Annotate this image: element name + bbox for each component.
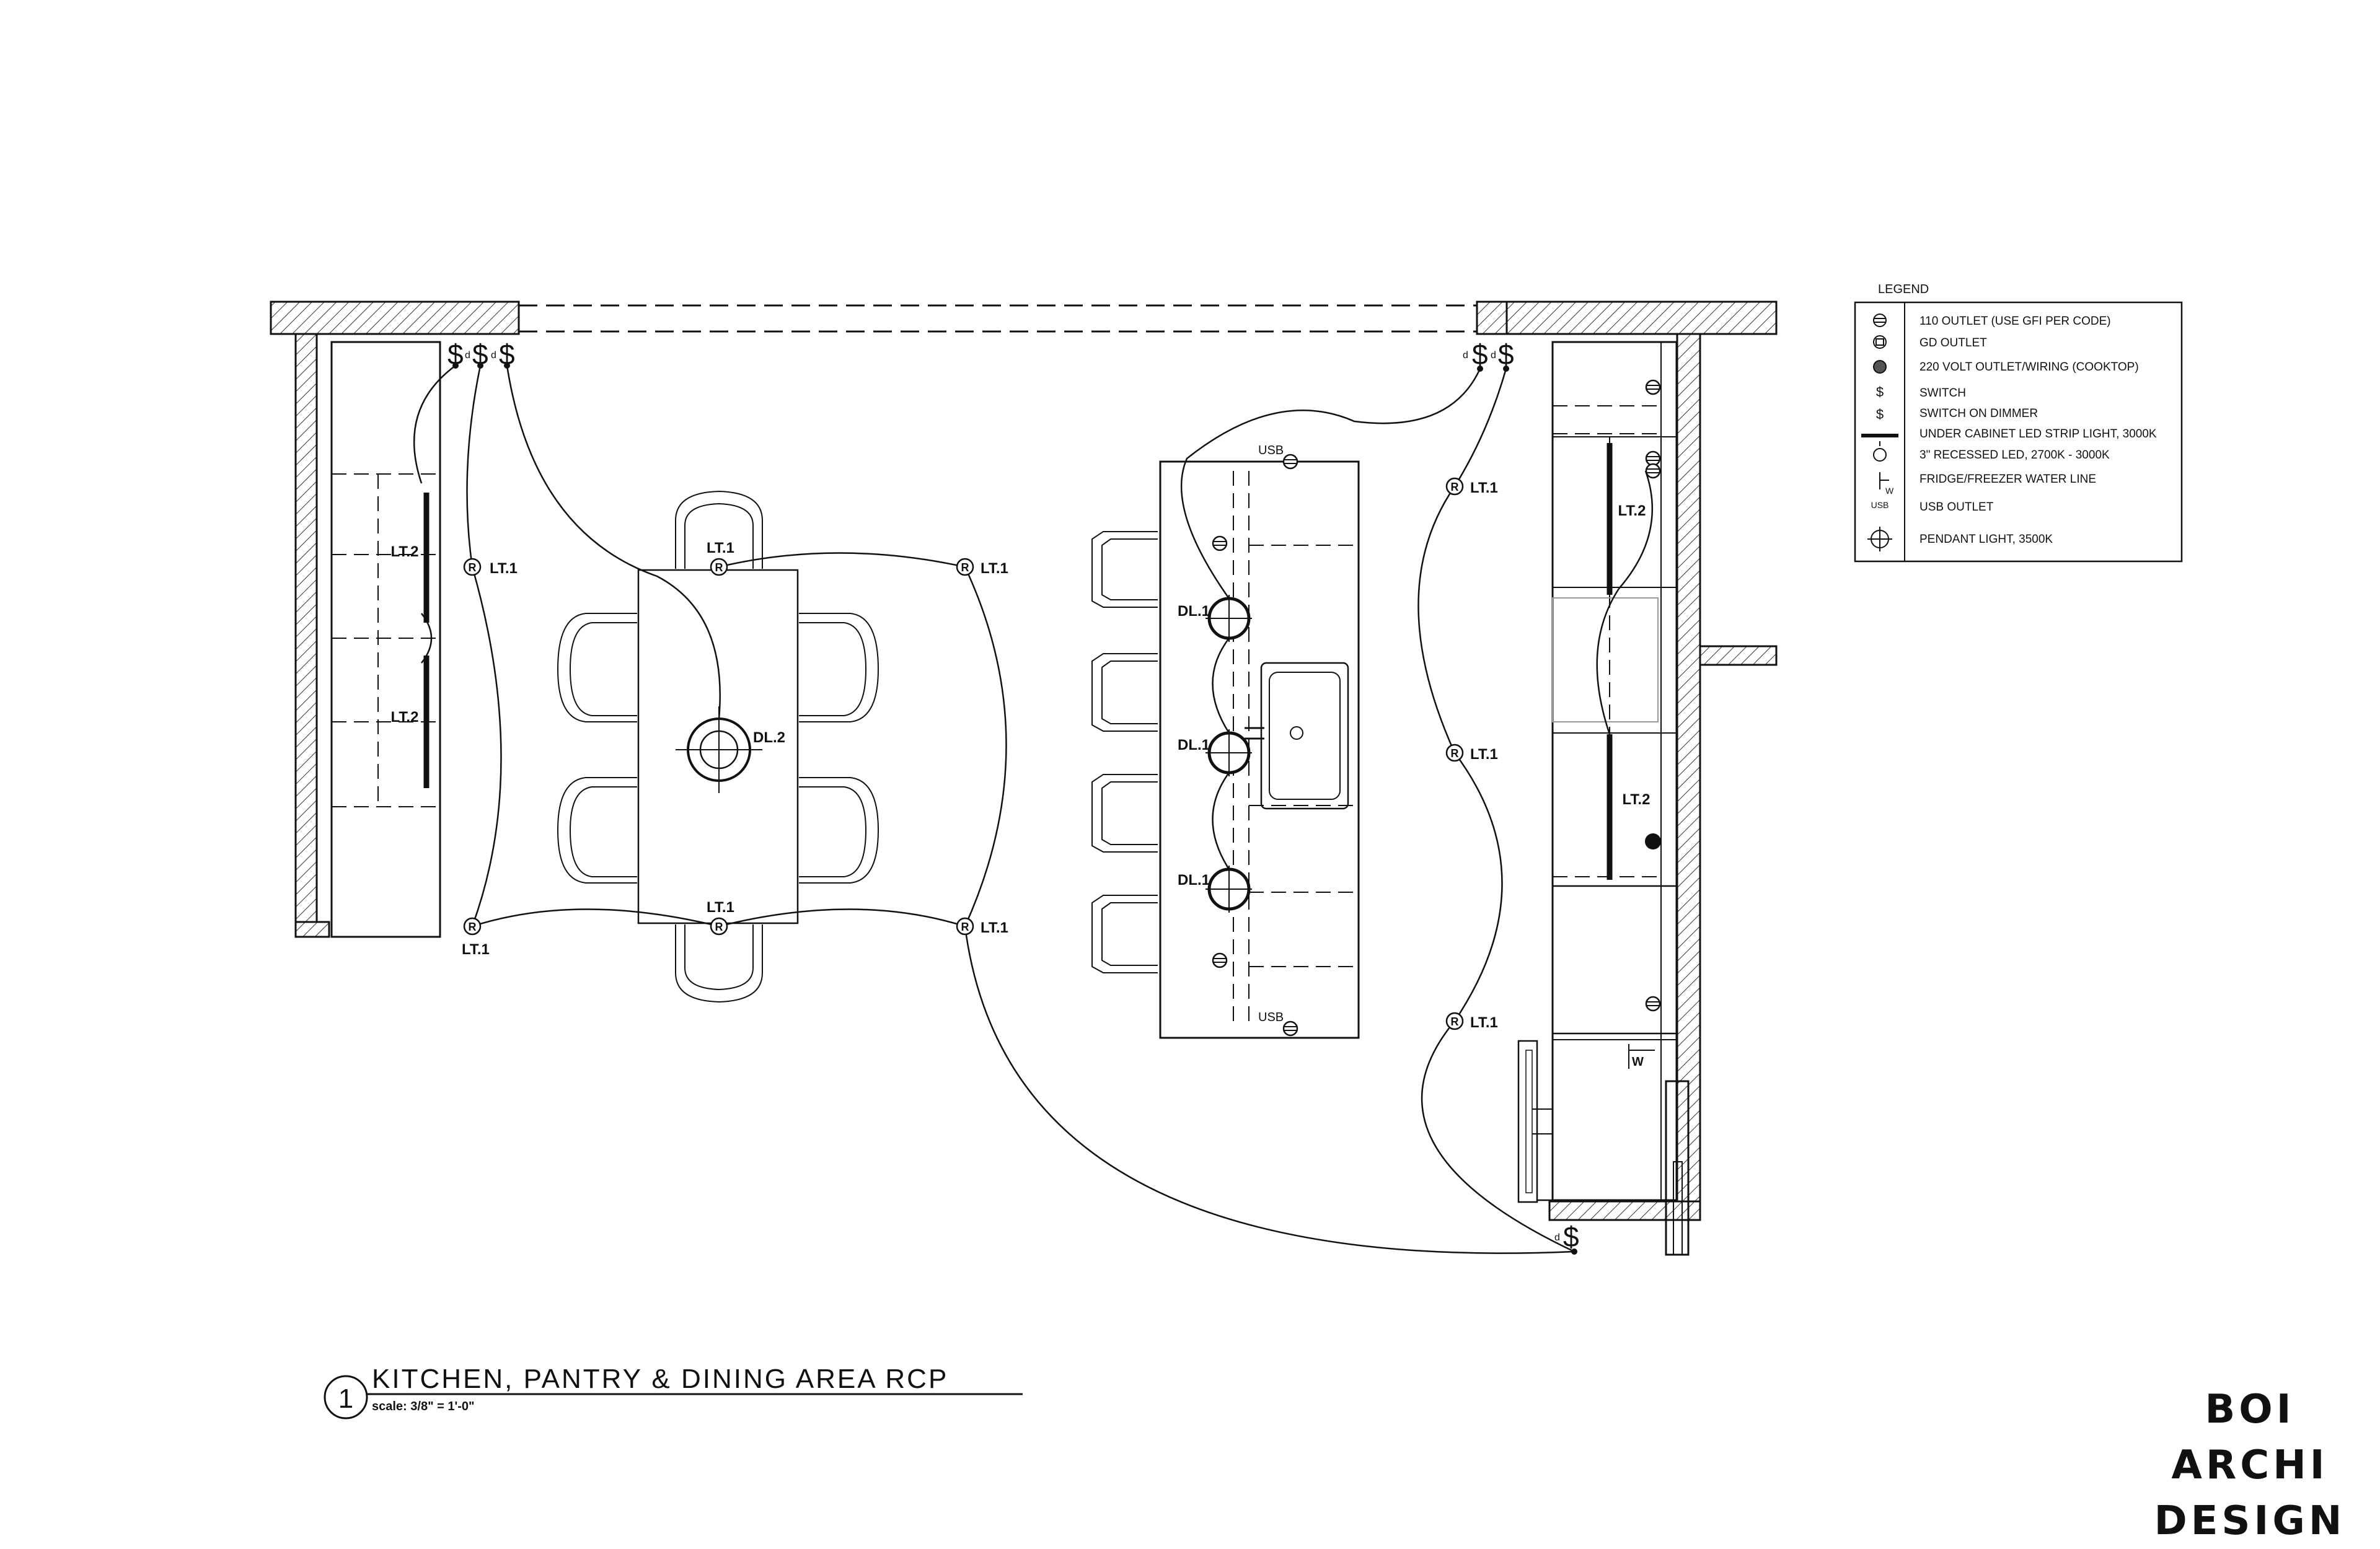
cabinet-outlet-3 (1645, 996, 1661, 1012)
legend-item-gd-outlet: GD OUTLET (1919, 336, 1987, 349)
legend-title: LEGEND (1878, 283, 1929, 296)
lt1-label-8: LT.1 (1470, 746, 1498, 763)
lt1-label-7: LT.1 (1470, 480, 1498, 496)
recessed-light-8 (1445, 744, 1464, 762)
pantry-cabinets (330, 341, 441, 938)
kitchen-cabinets (1517, 341, 1678, 1203)
kitchen-lt2-lower-label: LT.2 (1623, 791, 1651, 808)
dining-table (637, 569, 799, 924)
brand-line-2: DESIGN (2154, 1498, 2346, 1544)
recessed-light-5 (956, 558, 974, 576)
bar-stools (1091, 531, 1158, 973)
island-usb-outlet-bottom (1282, 1020, 1298, 1037)
brand-logo: BOI ARCHI DESIGN (2126, 1382, 2374, 1549)
legend: LEGEND $ $ W USB 110 OUTLET (USE GFI PER… (1854, 283, 2183, 563)
lt1-label-2: LT.1 (462, 941, 490, 958)
recessed-light-2 (463, 917, 482, 936)
legend-switch-symbol: $ (1876, 384, 1884, 400)
island-usb-outlet-top (1282, 454, 1298, 470)
pendant-lights-dl1 (1205, 595, 1252, 913)
usb-label-bottom: USB (1258, 1011, 1284, 1024)
recessed-light-6 (956, 917, 974, 936)
dimmer-mark-2: d (491, 350, 496, 361)
dl1-label-1: DL.1 (1178, 603, 1210, 620)
lt1-label-6: LT.1 (981, 919, 1008, 936)
recessed-light-4 (710, 917, 728, 936)
legend-dimmer-symbol: $ (1876, 406, 1884, 422)
dimmer-mark-1: d (465, 350, 470, 361)
switch-bottom-right: $ (1563, 1221, 1579, 1253)
legend-item-pendant: PENDANT LIGHT, 3500K (1919, 533, 2053, 546)
drawing-number: 1 (338, 1384, 353, 1414)
lt1-label-1: LT.1 (490, 560, 518, 577)
island-outlet-2 (1212, 952, 1228, 968)
wiring (413, 364, 1654, 1254)
title-block: 1 KITCHEN, PANTRY & DINING AREA RCP scal… (324, 1364, 1023, 1420)
lt1-label-5: LT.1 (981, 560, 1008, 577)
drawing-title: KITCHEN, PANTRY & DINING AREA RCP (372, 1364, 948, 1394)
lt1-label-4: LT.1 (707, 899, 734, 916)
pantry-lt2-upper-label: LT.2 (391, 543, 419, 560)
gd-outlet (1645, 463, 1661, 479)
legend-item-220-volt: 220 VOLT OUTLET/WIRING (COOKTOP) (1919, 361, 2139, 374)
recessed-light-9 (1445, 1012, 1464, 1030)
kitchen-island (1159, 460, 1360, 1039)
cabinet-outlet-2 (1645, 450, 1661, 467)
cooktop-220v-outlet (1645, 833, 1661, 849)
legend-item-recessed-led: 3" RECESSED LED, 2700K - 3000K (1919, 449, 2110, 462)
water-line-label: W (1632, 1055, 1644, 1069)
usb-label-top: USB (1258, 444, 1284, 457)
dl1-label-3: DL.1 (1178, 872, 1210, 889)
recessed-light-7 (1445, 477, 1464, 496)
dining-chairs (557, 490, 879, 1003)
legend-item-led-strip: UNDER CABINET LED STRIP LIGHT, 3000K (1919, 428, 2157, 441)
legend-usb-symbol: USB (1871, 500, 1889, 510)
lt1-label-9: LT.1 (1470, 1014, 1498, 1031)
legend-item-dimmer: SWITCH ON DIMMER (1919, 407, 2038, 420)
dimmer-mark-4: d (1491, 350, 1496, 361)
switch-right-1: $ (1472, 338, 1488, 371)
recessed-light-3 (710, 558, 728, 576)
walls (270, 301, 1778, 1256)
legend-item-switch: SWITCH (1919, 387, 1966, 400)
brand-line-1: BOI ARCHI (2171, 1387, 2329, 1488)
dimmer-mark-3: d (1463, 350, 1468, 361)
lt1-label-3: LT.1 (707, 540, 734, 556)
legend-item-110-outlet: 110 OUTLET (USE GFI PER CODE) (1919, 315, 2111, 328)
dl2-label: DL.2 (753, 729, 785, 746)
legend-item-usb: USB OUTLET (1919, 501, 1994, 514)
island-outlet-1 (1212, 535, 1228, 551)
drawing-scale: scale: 3/8" = 1'-0" (372, 1400, 475, 1413)
recessed-light-1 (463, 558, 482, 576)
pantry-lt2-lower-label: LT.2 (391, 709, 419, 726)
kitchen-lt2-upper-label: LT.2 (1618, 502, 1646, 519)
dimmer-mark-5: d (1554, 1232, 1560, 1243)
cabinet-outlet-1 (1645, 379, 1661, 395)
dl1-label-2: DL.1 (1178, 737, 1210, 753)
legend-water-symbol: W (1885, 486, 1894, 496)
legend-item-water-line: FRIDGE/FREEZER WATER LINE (1919, 473, 2096, 486)
switch-right-2: $ (1498, 338, 1514, 371)
